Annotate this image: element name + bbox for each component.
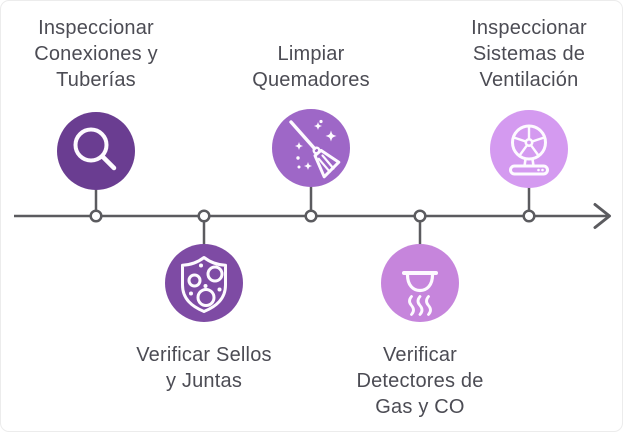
milestone-label-inspeccionar-ventilacion: Inspeccionar Sistemas de Ventilación: [439, 15, 619, 93]
timeline-node-2: [197, 209, 211, 223]
label-line: Verificar Sellos: [136, 344, 272, 366]
label-line: Conexiones y: [34, 43, 158, 65]
label-line: Tuberías: [56, 69, 136, 91]
label-line: Verificar: [382, 344, 458, 366]
label-line: Detectores de: [356, 370, 484, 392]
label-line: Quemadores: [252, 69, 370, 91]
fan-icon: [509, 124, 549, 176]
timeline-node-5: [522, 209, 536, 223]
label-line: Inspeccionar: [471, 17, 587, 39]
magnifier-icon: [73, 127, 117, 171]
milestone-circle-verificar-sellos: [165, 244, 243, 322]
timeline-node-4: [413, 209, 427, 223]
timeline-node-1: [89, 209, 103, 223]
milestone-circle-limpiar-quemadores: [272, 109, 350, 187]
arrowhead-icon: [593, 203, 611, 229]
milestone-label-limpiar-quemadores: Limpiar Quemadores: [221, 41, 401, 93]
milestone-circle-inspeccionar-ventilacion: [490, 110, 568, 188]
sparkles-icon: [295, 119, 337, 170]
label-line: Ventilación: [479, 69, 579, 91]
milestone-circle-verificar-detectores: [381, 244, 459, 322]
label-line: Gas y CO: [375, 396, 465, 418]
milestone-label-verificar-sellos: Verificar Sellos y Juntas: [114, 342, 294, 394]
label-line: Inspeccionar: [38, 17, 154, 39]
milestone-label-inspeccionar-conexiones: Inspeccionar Conexiones y Tuberías: [6, 15, 186, 93]
timeline-node-3: [304, 209, 318, 223]
gas-detector-icon: [402, 271, 438, 316]
milestone-label-verificar-detectores: Verificar Detectores de Gas y CO: [330, 342, 510, 420]
label-line: Limpiar: [277, 43, 345, 65]
shield-seals-icon: [181, 256, 227, 313]
milestone-circle-inspeccionar-conexiones: [57, 112, 135, 190]
label-line: Sistemas de: [472, 43, 586, 65]
broom-icon: [289, 119, 341, 179]
label-line: y Juntas: [165, 370, 243, 392]
